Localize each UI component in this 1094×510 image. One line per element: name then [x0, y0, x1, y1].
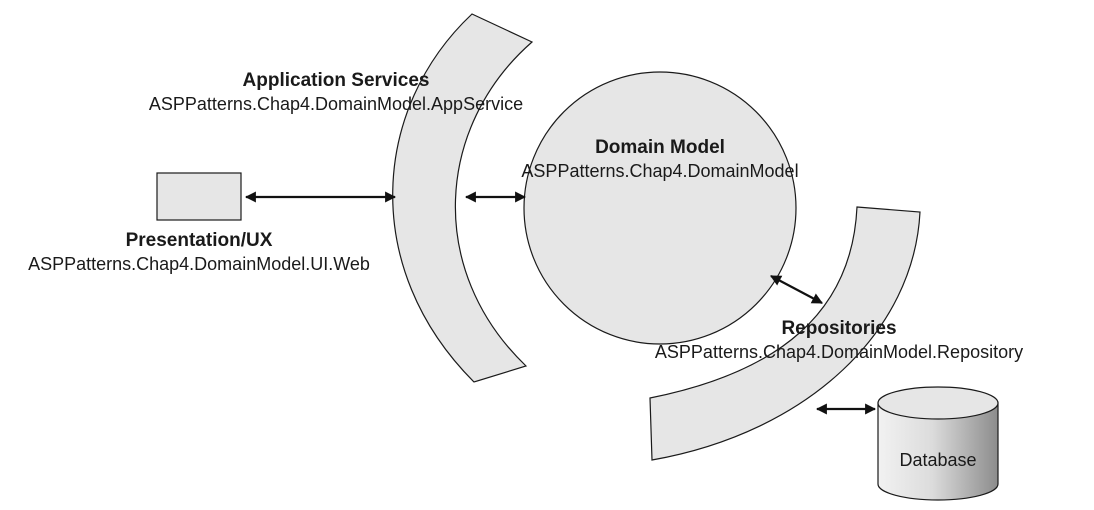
repositories-title: Repositories — [781, 318, 896, 339]
domain-model-namespace: ASPPatterns.Chap4.DomainModel — [521, 161, 798, 181]
database-cylinder — [877, 386, 999, 501]
domain-model-circle — [523, 71, 797, 345]
database-label: Database — [899, 450, 976, 470]
domain-model-title: Domain Model — [595, 137, 725, 158]
application-services-band — [392, 13, 534, 383]
presentation-namespace: ASPPatterns.Chap4.DomainModel.UI.Web — [28, 254, 370, 274]
domainmodel-repositories-arrow — [770, 275, 823, 304]
presentation-title: Presentation/UX — [126, 230, 273, 251]
repositories-namespace: ASPPatterns.Chap4.DomainModel.Repository — [655, 342, 1023, 362]
application-services-namespace: ASPPatterns.Chap4.DomainModel.AppService — [149, 94, 523, 114]
repositories-band — [649, 206, 921, 461]
presentation-box — [156, 172, 242, 221]
application-services-title: Application Services — [243, 70, 430, 91]
